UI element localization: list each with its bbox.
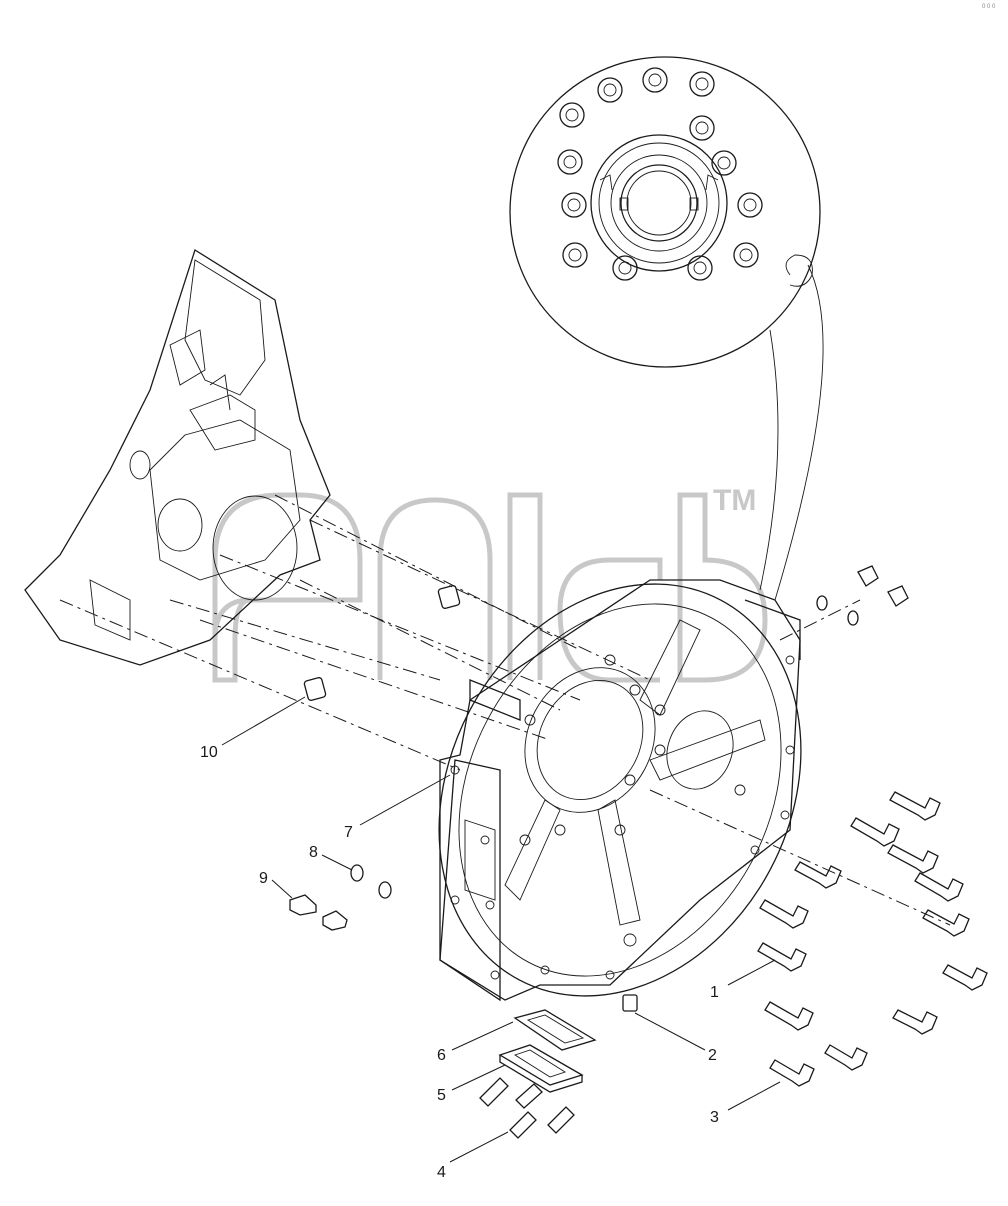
upper-right-plugs <box>816 565 909 626</box>
corner-mark: 0 0 0 <box>982 4 996 10</box>
housing-bolts <box>757 791 988 1087</box>
watermark: TM <box>212 484 768 683</box>
callout-10: 10 <box>200 744 218 761</box>
watermark-tm: TM <box>713 484 756 517</box>
detail-view <box>509 56 824 601</box>
leader-lines <box>221 696 781 1163</box>
callout-1: 1 <box>710 984 719 1001</box>
callout-9: 9 <box>259 870 268 887</box>
detail-bolt-heads <box>557 67 763 281</box>
alignment-lines <box>59 494 951 926</box>
dowel-pin-lower <box>303 677 327 701</box>
callout-5: 5 <box>437 1087 446 1104</box>
callout-8: 8 <box>309 844 318 861</box>
callout-4: 4 <box>437 1164 446 1181</box>
small-bolts <box>479 1077 575 1139</box>
left-plugs-and-washers <box>289 864 392 931</box>
gasket <box>513 1009 597 1051</box>
cover-plate <box>498 1044 584 1093</box>
callout-7: 7 <box>344 824 353 841</box>
drain-plug <box>622 994 638 1012</box>
flywheel-housing <box>438 579 802 1002</box>
callout-3: 3 <box>710 1109 719 1126</box>
engine-block <box>24 249 331 666</box>
callout-6: 6 <box>437 1047 446 1064</box>
callout-labels: 1 2 3 4 5 6 7 8 9 10 <box>200 744 719 1181</box>
dowel-pin-upper <box>437 585 461 609</box>
callout-2: 2 <box>708 1047 717 1064</box>
